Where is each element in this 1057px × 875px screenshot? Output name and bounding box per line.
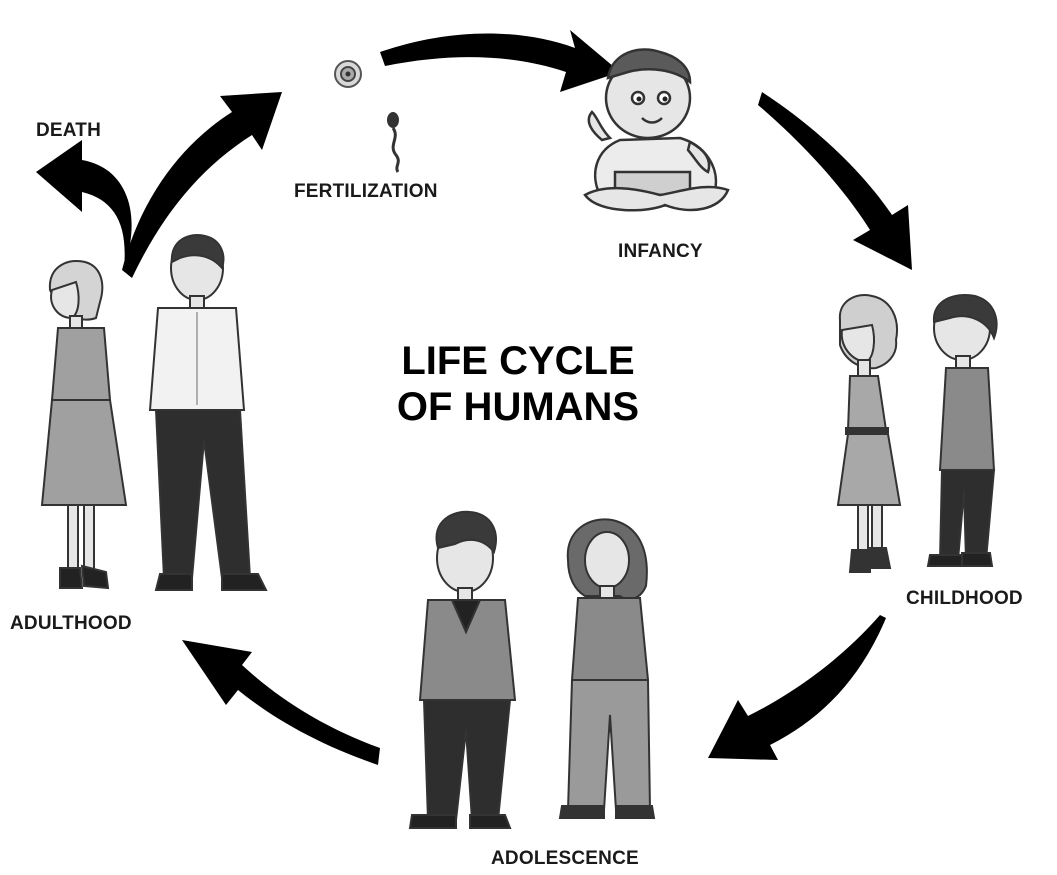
arrow-childhood-to-adolescence: [708, 615, 886, 760]
title-line-1: LIFE CYCLE: [401, 339, 635, 383]
stage-label-adulthood: ADULTHOOD: [10, 613, 132, 634]
arrow-adulthood-to-fertilization: [122, 92, 282, 278]
adolescent-boy-figure: [408, 510, 517, 829]
childhood-girl-figure: [836, 294, 902, 573]
arrow-fertilization-to-infancy: [380, 30, 620, 92]
fertilization-illustration: [334, 60, 400, 173]
infant-figure: [583, 48, 730, 212]
stage-label-infancy: INFANCY: [618, 241, 703, 262]
adult-man-figure: [148, 234, 268, 591]
adult-woman-figure: [40, 260, 128, 590]
stage-label-death: DEATH: [36, 120, 102, 141]
diagram-title: LIFE CYCLE OF HUMANS: [358, 338, 678, 430]
arrow-adulthood-to-death: [36, 140, 132, 268]
stage-label-childhood: CHILDHOOD: [906, 588, 1023, 609]
egg-cell-icon: [334, 60, 362, 88]
stage-label-adolescence: ADOLESCENCE: [491, 848, 639, 869]
sperm-cell-icon: [387, 112, 400, 173]
adolescent-girl-figure: [558, 518, 656, 819]
arrow-infancy-to-childhood: [758, 92, 912, 270]
title-line-2: OF HUMANS: [396, 385, 640, 429]
cycle-arrows: [36, 30, 912, 765]
stage-label-fertilization: FERTILIZATION: [294, 181, 438, 202]
arrow-adolescence-to-adulthood: [182, 640, 380, 765]
childhood-boy-figure: [926, 294, 998, 567]
